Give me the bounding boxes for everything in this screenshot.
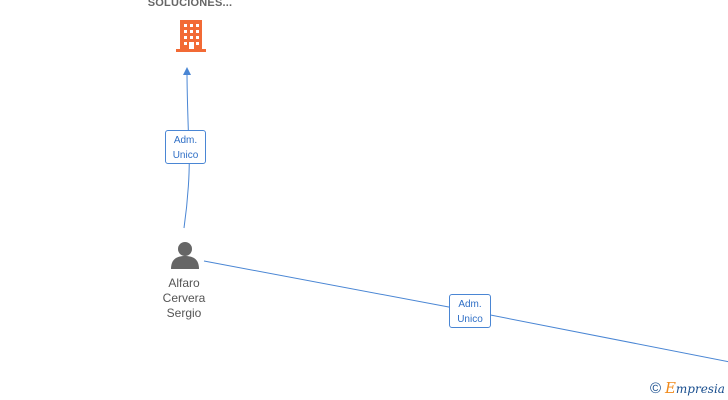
brand-initial: E: [664, 379, 676, 397]
person-name-line: Cervera: [162, 291, 206, 305]
arrowhead: [183, 67, 191, 75]
building-icon[interactable]: [176, 20, 206, 52]
person-name-line: Sergio: [166, 306, 202, 320]
edge-label-role: Adm. Unico: [165, 130, 206, 164]
edge-label-role: Adm. Unico: [449, 294, 491, 328]
edge-label-line: Unico: [172, 150, 199, 161]
edge-label-line: Adm.: [458, 299, 482, 310]
person-icon[interactable]: [171, 242, 199, 269]
person-name[interactable]: Alfaro Cervera Sergio: [148, 276, 220, 321]
company-name[interactable]: SOLUCIONES...: [147, 0, 233, 9]
brand-rest: mpresia: [675, 382, 725, 396]
copyright-symbol: ©: [650, 380, 662, 397]
empresia-watermark: © Empresia: [650, 379, 728, 399]
edge-label-line: Adm.: [173, 135, 198, 146]
edge-label-line: Unico: [457, 314, 483, 325]
person-name-line: Alfaro: [168, 276, 200, 290]
